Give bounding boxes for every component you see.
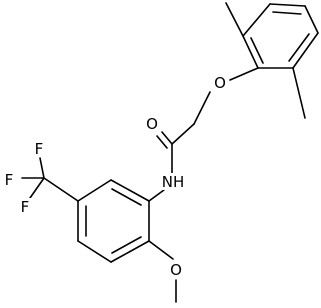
bond <box>229 67 259 81</box>
bond <box>111 188 142 206</box>
bond <box>272 11 302 15</box>
bond <box>77 179 112 202</box>
bonds <box>21 2 319 303</box>
atom-labels: O O NH O F F F <box>3 74 228 279</box>
bond <box>161 131 173 145</box>
bond <box>242 35 259 69</box>
amide-nitrogen: NH <box>160 173 186 191</box>
bond <box>43 177 79 202</box>
bond <box>156 135 168 149</box>
ether-oxygen-label: O <box>214 74 226 92</box>
ether-oxygen: O <box>213 74 228 92</box>
bond <box>148 240 174 260</box>
bond <box>111 236 142 254</box>
bond <box>292 32 319 69</box>
bond <box>292 67 306 119</box>
bond <box>77 240 112 263</box>
amide-nitrogen-label: NH <box>162 173 185 191</box>
bond <box>39 157 45 179</box>
fluorine-left-label: F <box>5 171 14 189</box>
fluorine-bottom: F <box>19 198 32 216</box>
bond <box>29 177 45 199</box>
carbonyl-oxygen-label: O <box>146 115 158 133</box>
methoxy-oxygen: O <box>169 261 184 279</box>
bond <box>110 240 150 263</box>
bond <box>269 3 306 7</box>
bond <box>304 5 319 34</box>
bond <box>250 37 264 64</box>
fluorine-top: F <box>33 140 46 158</box>
fluorine-top-label: F <box>35 140 44 158</box>
bond <box>110 179 150 202</box>
bond <box>225 2 244 37</box>
bond <box>193 91 211 125</box>
fluorine-bottom-label: F <box>21 198 30 216</box>
fluorine-left: F <box>3 171 16 189</box>
methoxy-oxygen-label: O <box>170 261 182 279</box>
bond <box>288 33 310 62</box>
bond <box>242 3 271 37</box>
carbonyl-oxygen: O <box>145 115 160 133</box>
bond <box>148 189 165 202</box>
bond <box>171 123 195 145</box>
